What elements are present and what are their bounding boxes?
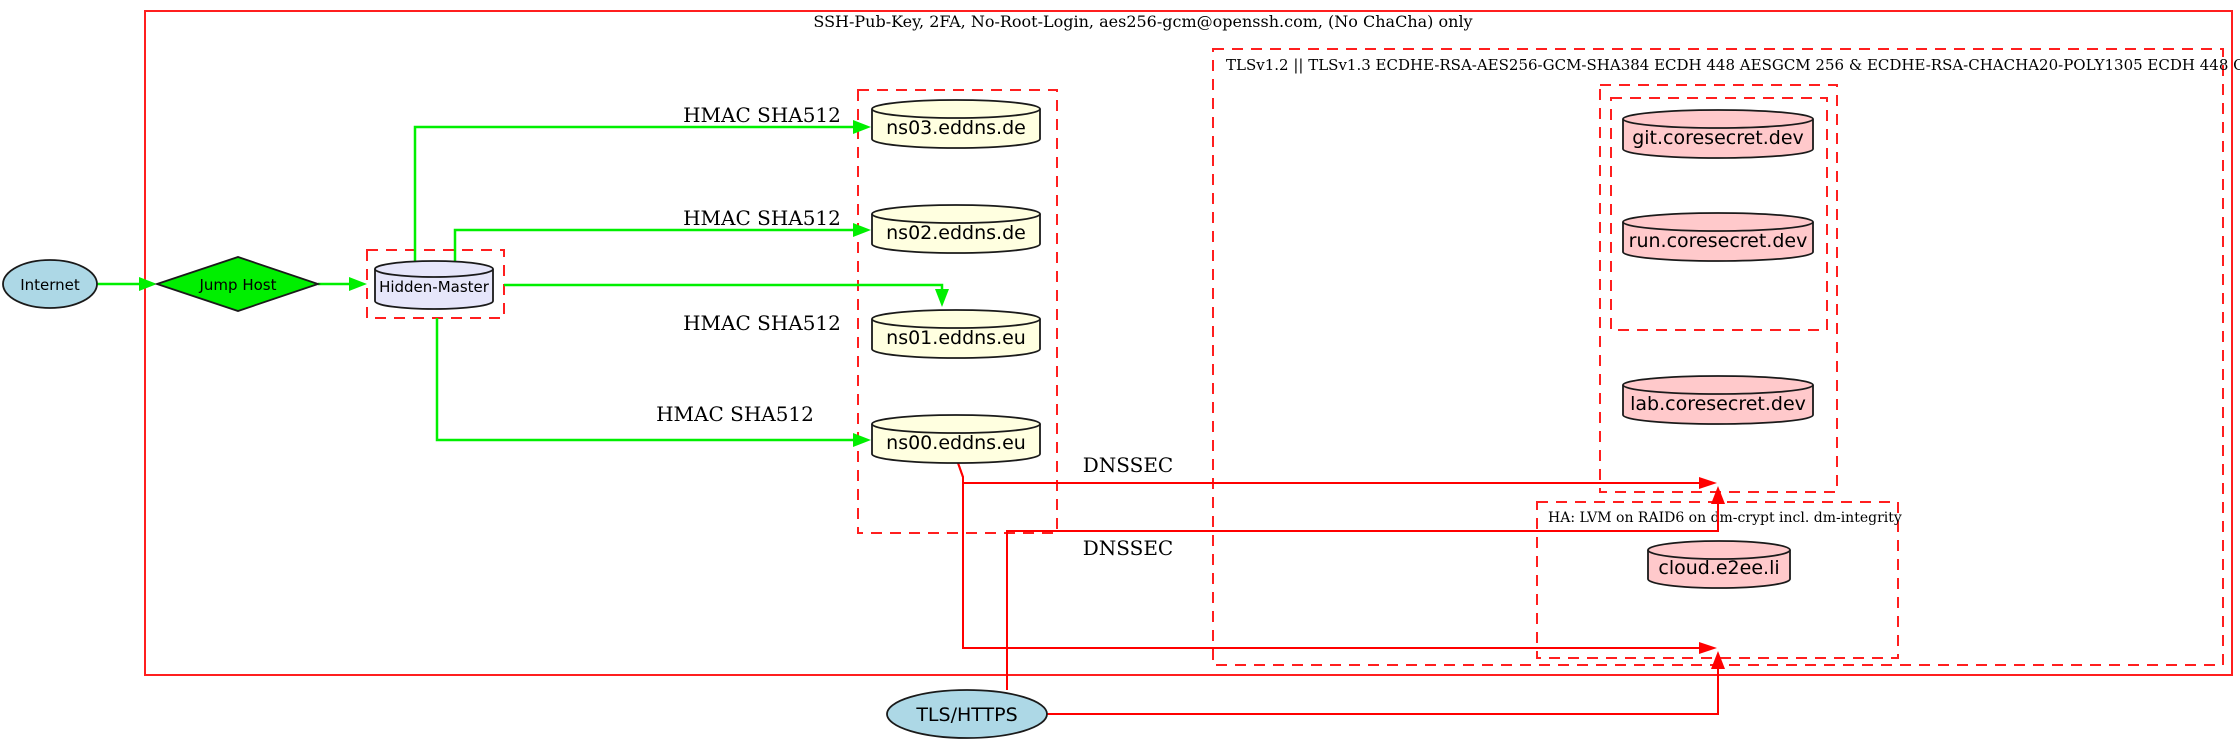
edge-master-ns02: [453, 228, 853, 263]
ssh-cluster-label: SSH-Pub-Key, 2FA, No-Root-Login, aes256-…: [813, 12, 1472, 31]
edge-label-dnssec-2: DNSSEC: [1083, 536, 1174, 560]
nameserver-cluster-box: [857, 89, 1058, 534]
node-ns01: ns01.eddns.eu: [871, 309, 1041, 359]
git-run-cluster-box: [1610, 97, 1828, 331]
arrowhead-coresecret-tls: [1711, 486, 1725, 504]
arrowhead-ha-tls: [1711, 651, 1725, 669]
node-jump-host: Jump Host: [154, 256, 321, 312]
node-cloud-label: cloud.e2ee.li: [1658, 557, 1779, 579]
node-git-label: git.coresecret.dev: [1632, 127, 1804, 149]
node-run: run.coresecret.dev: [1622, 212, 1814, 262]
node-cloud: cloud.e2ee.li: [1647, 540, 1791, 589]
arrowhead-ha-dnssec: [1699, 642, 1717, 654]
node-tls-https: TLS/HTTPS: [886, 689, 1048, 739]
node-ns00-label: ns00.eddns.eu: [886, 432, 1026, 454]
edge-ns00-ha-dnssec: [957, 462, 1700, 649]
edge-label-hmac-ns02: HMAC SHA512: [683, 206, 841, 230]
node-run-label: run.coresecret.dev: [1629, 230, 1808, 252]
ssh-cluster-box: [144, 10, 2233, 676]
node-tls-https-label: TLS/HTTPS: [915, 704, 1017, 726]
node-ns02: ns02.eddns.de: [871, 204, 1041, 254]
edge-master-ns03: [413, 125, 853, 263]
edge-tls-coresecret: [1006, 503, 1719, 690]
node-ns02-label: ns02.eddns.de: [886, 222, 1026, 244]
arrowhead-master: [349, 277, 367, 291]
node-internet-label: Internet: [20, 276, 80, 294]
node-ns01-label: ns01.eddns.eu: [886, 327, 1026, 349]
cluster-boxes: [144, 10, 2233, 676]
node-internet: Internet: [2, 259, 98, 309]
node-ns00: ns00.eddns.eu: [871, 414, 1041, 464]
node-hidden-master: Hidden-Master: [374, 260, 494, 310]
node-lab-label: lab.coresecret.dev: [1630, 393, 1806, 415]
edge-master-ns00: [435, 318, 853, 442]
node-lab: lab.coresecret.dev: [1622, 375, 1814, 425]
tls-cluster-label: TLSv1.2 || TLSv1.3 ECDHE-RSA-AES256-GCM-…: [1226, 56, 2240, 74]
node-jump-host-label: Jump Host: [199, 276, 277, 294]
ha-cluster-label: HA: LVM on RAID6 on dm-crypt incl. dm-in…: [1548, 510, 1902, 526]
edge-ns00-coresecret-dnssec: [957, 462, 1700, 484]
arrowhead-jumphost: [139, 277, 157, 291]
arrowhead-ns00: [853, 433, 871, 447]
edge-tls-ha: [1047, 668, 1719, 715]
tls-dnssec-edges: [957, 462, 1725, 715]
edge-label-hmac-ns03: HMAC SHA512: [683, 103, 841, 127]
edge-master-ns01: [504, 283, 944, 289]
node-git: git.coresecret.dev: [1622, 109, 1814, 159]
secure-access-edges: [97, 120, 949, 447]
arrowhead-ns02: [853, 223, 871, 237]
edge-label-hmac-ns00: HMAC SHA512: [656, 402, 814, 426]
arrowhead-ns01: [935, 289, 949, 307]
edge-label-dnssec-1: DNSSEC: [1083, 453, 1174, 477]
node-hidden-master-label: Hidden-Master: [379, 278, 490, 296]
arrowhead-coresecret-dnssec: [1699, 477, 1717, 489]
node-ns03-label: ns03.eddns.de: [886, 117, 1026, 139]
edge-label-hmac-ns01: HMAC SHA512: [683, 311, 841, 335]
node-ns03: ns03.eddns.de: [871, 99, 1041, 149]
arrowhead-ns03: [853, 120, 871, 134]
